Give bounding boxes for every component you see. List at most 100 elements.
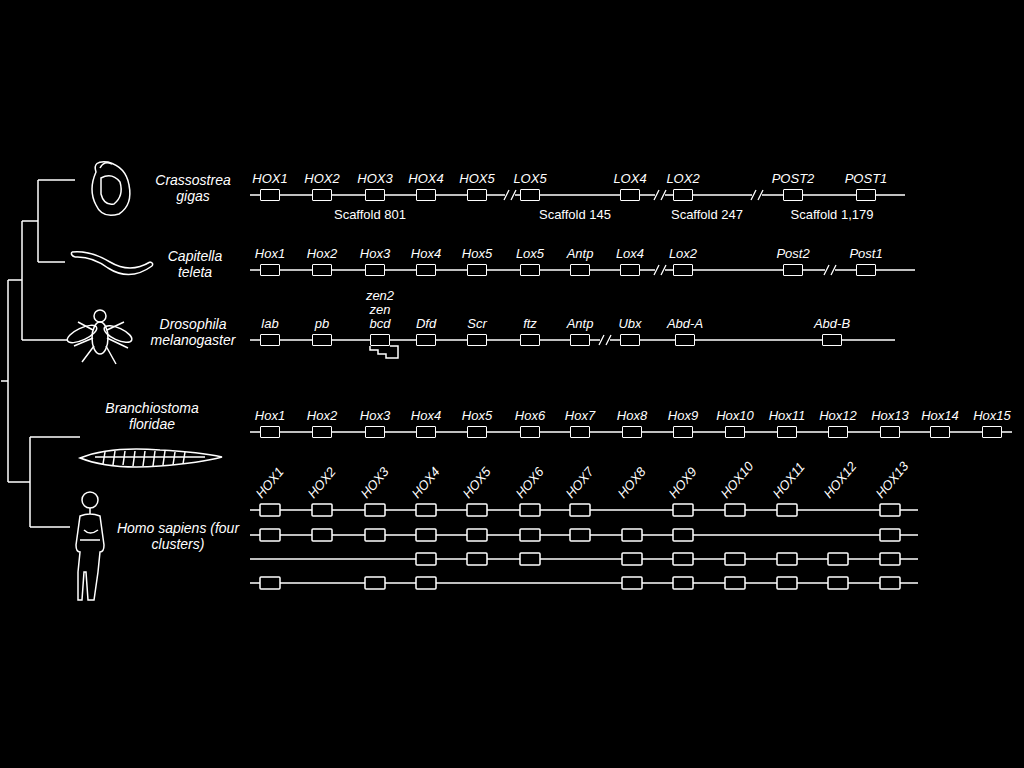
gene-box: [856, 264, 876, 276]
gene-label: Hox5: [462, 409, 492, 423]
gene-node: Hox5: [462, 247, 492, 276]
gene-label: Hox4: [411, 247, 441, 261]
gene-node: Ubx: [618, 317, 641, 346]
gene-box: [930, 426, 950, 438]
gene-label: Hox3: [360, 409, 390, 423]
gene-node: Post2: [776, 247, 809, 276]
gene-label: POST1: [845, 172, 888, 186]
gene-label: Hox8: [617, 409, 647, 423]
gene-node: Post1: [849, 247, 882, 276]
chromosome-segment: [487, 339, 520, 341]
gene-box: [673, 426, 693, 438]
gene-label: Antp: [567, 247, 594, 261]
gene-label: Hox9: [668, 409, 698, 423]
gene-column-label: HOX12: [821, 459, 860, 501]
gene-column-label: HOX8: [615, 464, 649, 501]
chromosome-segment: [848, 431, 880, 433]
gene-box: [520, 426, 540, 438]
gene-node: ftz: [520, 317, 540, 346]
gene-box: [725, 426, 745, 438]
gene-box: [365, 264, 385, 276]
gene-label: Hox1: [255, 409, 285, 423]
gene-node: LOX4: [613, 172, 646, 201]
gene-box: [777, 504, 797, 516]
gene-node: HOX2: [304, 172, 339, 201]
chromosome-segment: [693, 269, 783, 271]
gene-label: Post1: [849, 247, 882, 261]
gene-column-label: HOX11: [770, 459, 808, 501]
gene-box: [880, 529, 900, 541]
cluster-line: [250, 582, 918, 584]
gene-box: [982, 426, 1002, 438]
gene-box: [416, 334, 436, 346]
gene-node: Hox12: [819, 409, 857, 438]
gene-label: LOX4: [613, 172, 646, 186]
gene-node: Hox8: [617, 409, 647, 438]
chromosome-segment: [803, 194, 856, 196]
gene-label: Post2: [776, 247, 809, 261]
gene-box: [622, 426, 642, 438]
gene-node: Hox6: [515, 409, 545, 438]
chromosome-segment: [640, 339, 675, 341]
oyster-drawing: [92, 162, 130, 216]
gene-column-label: HOX3: [358, 464, 392, 501]
gene-label: Hox6: [515, 409, 545, 423]
cladogram: [1, 180, 80, 527]
gene-node: Hox10: [716, 409, 754, 438]
worm-drawing: [71, 252, 152, 275]
gene-label: pb: [315, 317, 329, 331]
chromosome-ends: [250, 195, 1012, 432]
chromosome-segment: [487, 194, 520, 196]
gene-column-label: HOX9: [666, 464, 700, 501]
gene-node: lab: [260, 317, 280, 346]
gene-node: Hox14: [921, 409, 959, 438]
gene-box: [828, 553, 848, 565]
gene-node: LOX5: [513, 172, 546, 201]
gene-box: [520, 334, 540, 346]
gene-box: [365, 504, 385, 516]
species-name: Capitella teleta: [153, 248, 237, 280]
chromosome-segment: [436, 431, 467, 433]
gene-node: POST1: [845, 172, 888, 201]
human-drawing: [76, 492, 104, 600]
break-mark: [599, 334, 611, 346]
gene-box: [416, 264, 436, 276]
gene-box: [725, 504, 745, 516]
break-mark: [824, 264, 836, 276]
gene-label: Hox14: [921, 409, 959, 423]
gene-label: Hox4: [411, 409, 441, 423]
human-clusters: [250, 504, 918, 589]
chromosome-segment: [590, 269, 620, 271]
gene-node: POST2: [772, 172, 815, 201]
gene-node: pb: [312, 317, 332, 346]
chromosome-segment: [642, 431, 673, 433]
species-name: Crassostrea gigas: [143, 172, 243, 204]
gene-box: [312, 426, 332, 438]
gene-label: HOX1: [252, 172, 287, 186]
chromosome-segment: [280, 269, 312, 271]
gene-label: Antp: [567, 317, 594, 331]
gene-column-label: HOX4: [409, 464, 443, 501]
gene-label: Hox12: [819, 409, 857, 423]
gene-box: [856, 189, 876, 201]
fly-drawing: [65, 310, 134, 364]
gene-label: bcd: [370, 317, 391, 331]
amphioxus-drawing: [80, 449, 222, 467]
chromosome-segment: [590, 431, 622, 433]
gene-node: Hox1: [255, 247, 285, 276]
gene-label: HOX3: [357, 172, 392, 186]
gene-box: [365, 577, 385, 589]
chromosome-segment: [332, 339, 370, 341]
gene-column-label: HOX13: [873, 459, 912, 501]
gene-box: [416, 577, 436, 589]
chromosome-segment: [332, 269, 365, 271]
gene-label: Hox5: [462, 247, 492, 261]
gene-node: Hox4: [411, 409, 441, 438]
gene-box: [467, 264, 487, 276]
chromosome-segment: [436, 339, 467, 341]
chromosome-segment: [950, 431, 982, 433]
gene-node: Hox9: [668, 409, 698, 438]
gene-node: Lox4: [616, 247, 644, 276]
gene-box: [777, 577, 797, 589]
